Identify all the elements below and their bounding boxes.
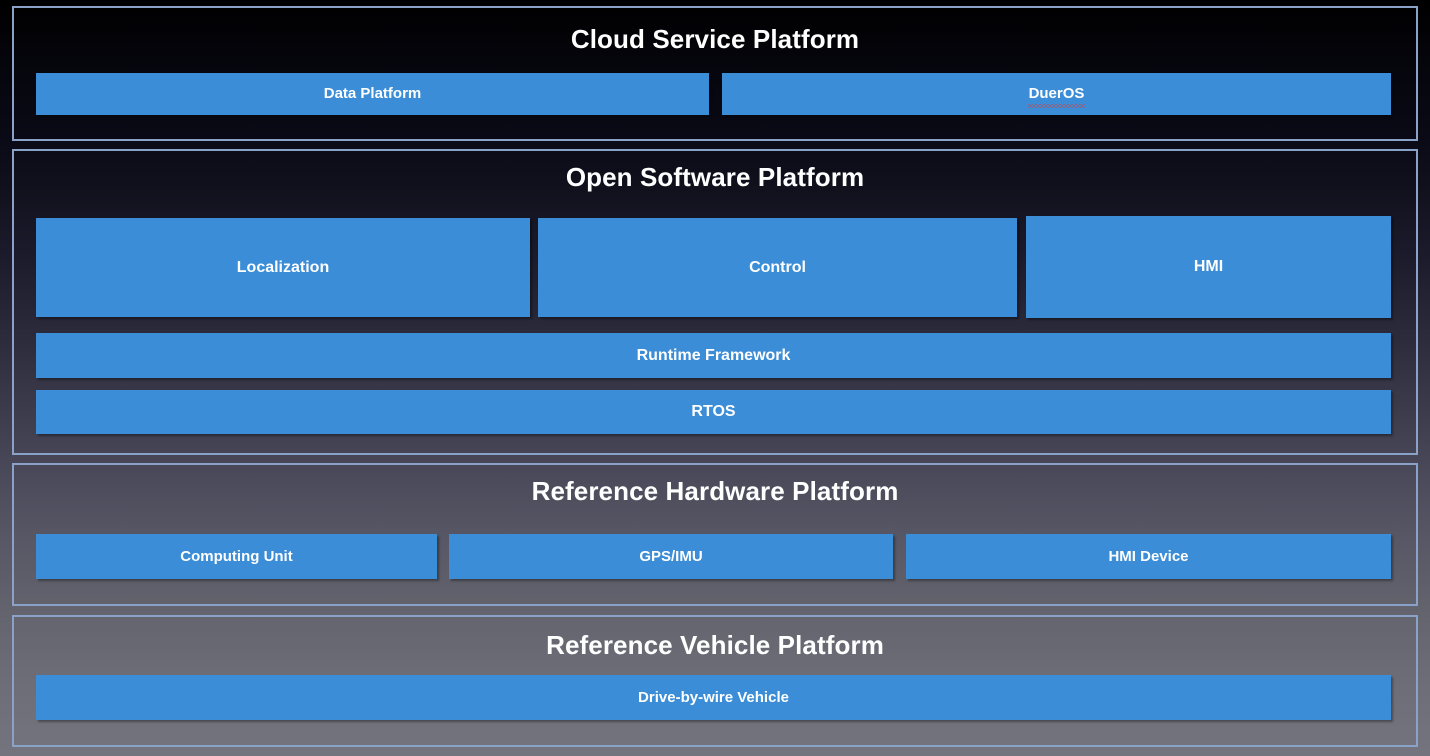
block-label-gps-imu: GPS/IMU xyxy=(639,547,703,565)
block-label-hmi: HMI xyxy=(1193,258,1224,276)
panel-title-reference-hardware-platform: Reference Hardware Platform xyxy=(531,476,899,506)
block-label-data-platform: Data Platform xyxy=(323,85,422,102)
block-control[interactable]: Control xyxy=(538,218,1017,317)
panel-title-open-software-platform: Open Software Platform xyxy=(565,162,865,192)
panel-reference-hardware-platform xyxy=(12,463,1418,606)
block-label-control: Control xyxy=(749,258,806,276)
block-localization[interactable]: Localization xyxy=(36,218,530,317)
panel-open-software-platform xyxy=(12,149,1418,455)
block-drive-by-wire-vehicle[interactable]: Drive-by-wire Vehicle xyxy=(36,675,1391,720)
block-data-platform[interactable]: Data Platform xyxy=(36,73,709,115)
block-label-dueros: DuerOS xyxy=(1027,85,1086,108)
block-gps-imu[interactable]: GPS/IMU xyxy=(449,534,893,579)
block-hmi[interactable]: HMI xyxy=(1026,216,1391,318)
block-runtime-framework[interactable]: Runtime Framework xyxy=(36,333,1391,378)
panel-reference-vehicle-platform xyxy=(12,615,1418,747)
block-dueros[interactable]: DuerOS xyxy=(722,73,1391,115)
block-label-rtos: RTOS xyxy=(691,403,736,421)
block-hmi-device[interactable]: HMI Device xyxy=(906,534,1391,579)
block-label-runtime-framework: Runtime Framework xyxy=(636,346,791,364)
panel-title-reference-vehicle-platform: Reference Vehicle Platform xyxy=(546,630,884,660)
block-rtos[interactable]: RTOS xyxy=(36,390,1391,434)
block-computing-unit[interactable]: Computing Unit xyxy=(36,534,437,579)
block-label-drive-by-wire-vehicle: Drive-by-wire Vehicle xyxy=(638,688,789,706)
block-label-localization: Localization xyxy=(236,258,330,276)
block-label-hmi-device: HMI Device xyxy=(1108,547,1189,565)
panel-cloud-service-platform xyxy=(12,6,1418,141)
block-label-computing-unit: Computing Unit xyxy=(180,547,293,565)
panel-title-cloud-service-platform: Cloud Service Platform xyxy=(570,24,860,54)
